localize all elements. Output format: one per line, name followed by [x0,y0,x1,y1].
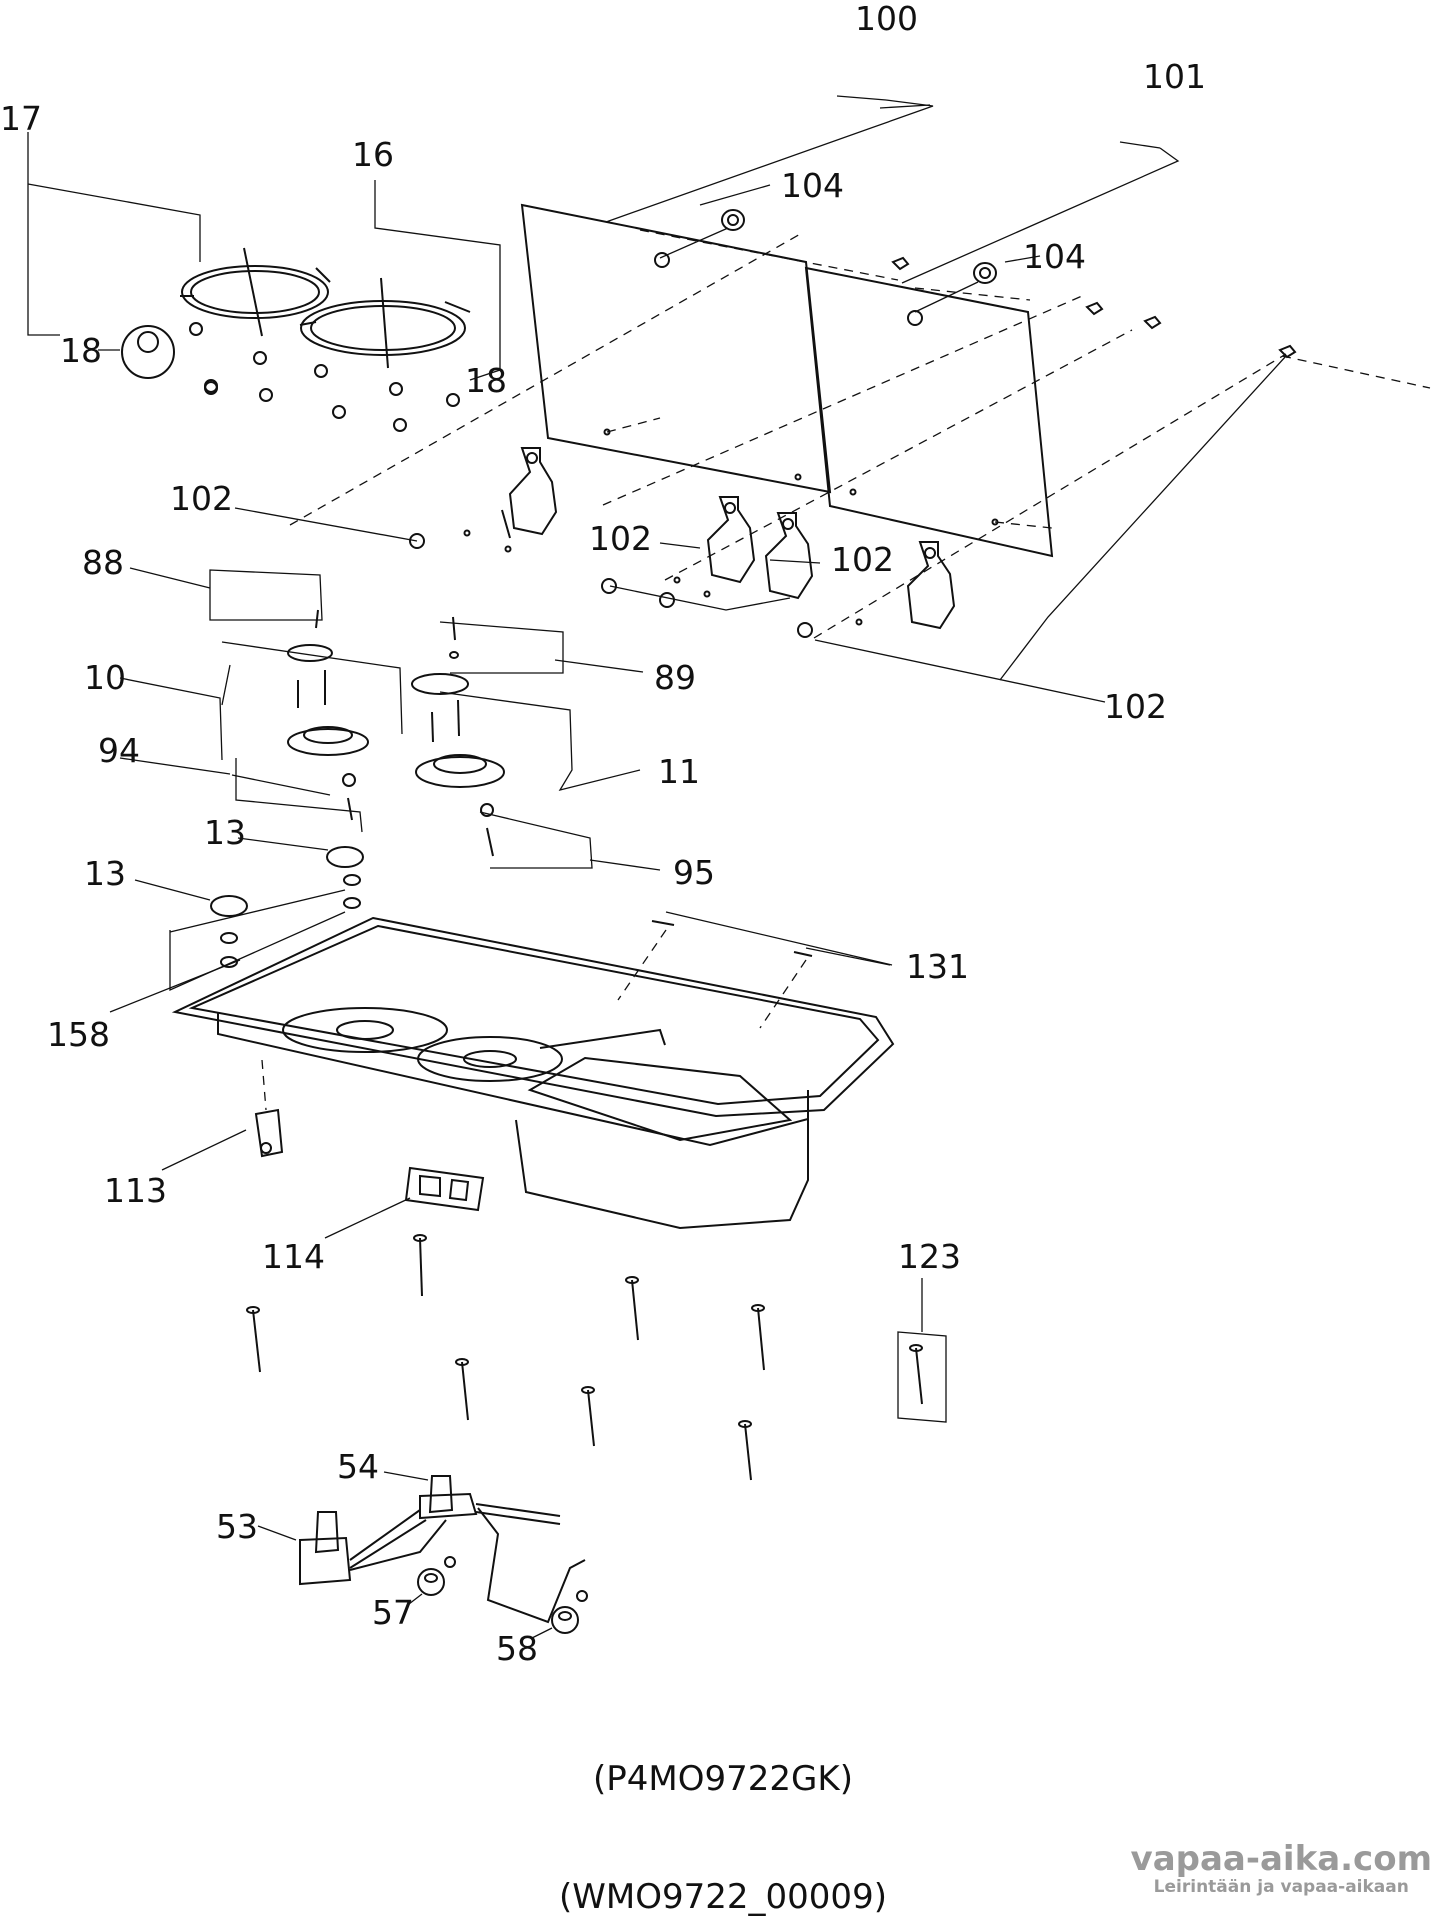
leaders-knobs [109,837,346,1013]
callout-57: 57 [372,1593,414,1632]
hinge-nuts [409,529,863,638]
callout-104-top: 104 [781,166,844,205]
callout-100: 100 [855,0,918,38]
callout-18-left: 18 [60,331,102,370]
leaders-burners [119,567,661,871]
gas-valve-part-54 [383,1471,586,1624]
callout-123: 123 [898,1237,961,1276]
grommet-part-104a [721,209,745,231]
knob-parts-13 [210,846,364,968]
hob-sink-body [171,916,895,1230]
callout-17: 17 [0,99,42,138]
callout-53: 53 [216,1507,258,1546]
callout-114: 114 [262,1237,325,1276]
hinge-part-102d [906,541,956,630]
ignition-unit-part-114 [324,1166,485,1239]
callout-58: 58 [496,1629,538,1668]
callout-158: 158 [47,1015,110,1054]
callout-11: 11 [658,752,700,791]
gas-valve-part-53 [257,1509,447,1586]
callout-102-mid: 102 [831,540,894,579]
screw-kit-part-123 [897,1278,947,1423]
callout-16: 16 [352,135,394,174]
hinge-pins-131 [617,920,813,1029]
callout-101: 101 [1143,57,1206,96]
hinge-part-102a [501,447,558,539]
pan-support-17 [180,247,331,337]
hinge-part-102b [706,496,756,584]
callout-102-left: 102 [170,479,233,518]
lid-screws [891,256,1297,359]
assembly-dash-lines [289,229,1431,639]
callout-54: 54 [337,1447,379,1486]
watermark: vapaa-aika.com Leirintään ja vapaa-aikaa… [1130,1839,1432,1897]
leaders-pan-supports [27,132,501,381]
nozzle-part-57 [408,1556,456,1605]
rubber-feet [189,322,460,432]
burner-right-part-11 [411,616,505,857]
callout-89: 89 [654,658,696,697]
model-code: (P4MO9722GK) [593,1759,853,1799]
leaders-lids [605,95,1180,313]
callout-94: 94 [98,731,140,770]
burner-left-part-10 [287,609,369,821]
callout-131: 131 [906,947,969,986]
callout-102-right: 102 [1104,687,1167,726]
nozzle-part-58 [531,1590,588,1639]
glass-lid-left [520,203,832,494]
grommet-part-104b [973,262,997,284]
callout-88: 88 [82,543,124,582]
callout-13-lower: 13 [84,854,126,893]
hinge-part-102c [764,512,814,600]
foot-detail-18 [121,325,218,393]
callout-102-center: 102 [589,519,652,558]
mounting-screws [246,1234,765,1481]
drawing-code: (WMO9722_00009) [559,1877,887,1917]
callout-113: 113 [104,1171,167,1210]
callout-95: 95 [673,853,715,892]
glass-lid-right [804,266,1054,558]
watermark-site: vapaa-aika.com [1130,1839,1432,1879]
callout-13-upper: 13 [204,813,246,852]
pan-support-16 [299,277,471,369]
callout-18-right: 18 [465,361,507,400]
leaders-131 [665,911,893,966]
ignition-switch-part-113 [161,1059,284,1171]
callout-104-right: 104 [1023,237,1086,276]
callout-10: 10 [84,658,126,697]
watermark-tagline: Leirintään ja vapaa-aikaan [1153,1876,1409,1897]
leaders-hinges [234,355,1287,703]
